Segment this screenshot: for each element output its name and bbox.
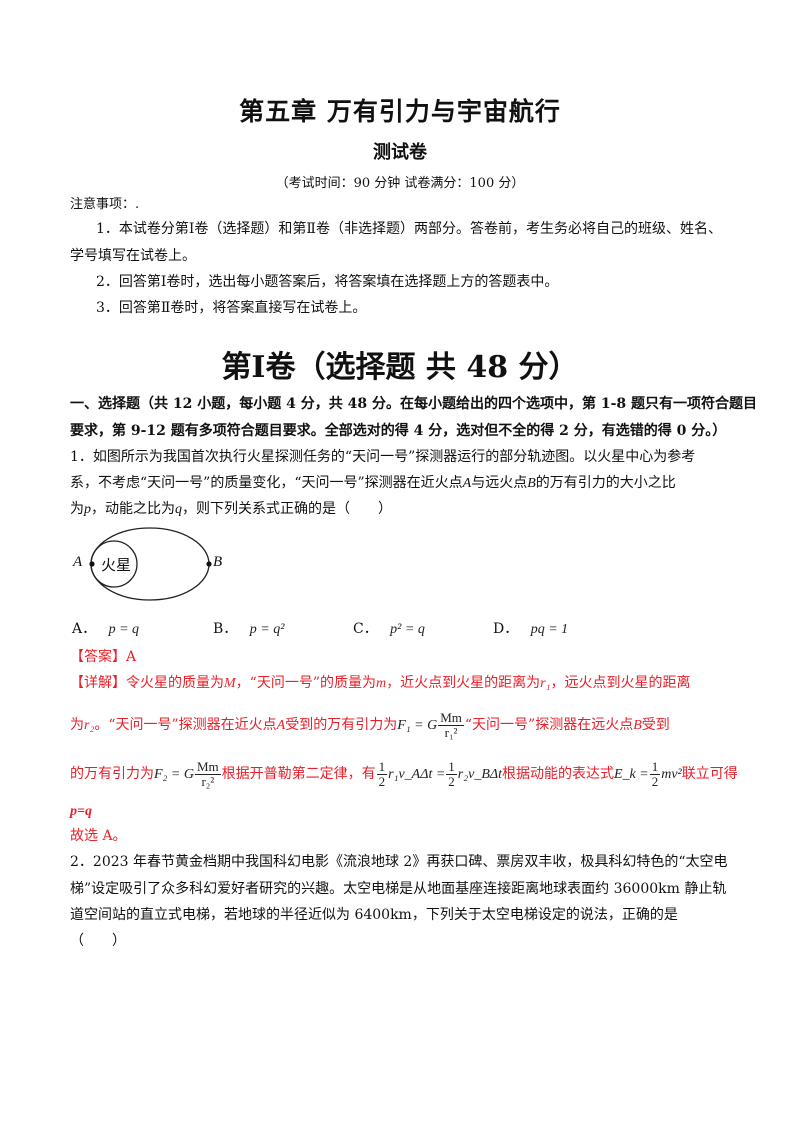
orbit-figure — [89, 527, 212, 601]
explanation-text: 。“天问一号”探测器在近火点 — [94, 717, 277, 733]
q1-explanation-line-1: 【详解】令火星的质量为M，“天问一号”的质量为m，近火点到火星的距离为r₁，远火… — [70, 673, 690, 694]
q1-text: 为 — [70, 501, 84, 517]
var-A: A — [462, 476, 472, 491]
option-label: B． — [213, 621, 238, 637]
numerator: 1 — [446, 759, 457, 776]
option-label: D． — [493, 621, 519, 637]
var-p: p — [84, 502, 91, 517]
explanation-text: “天问一号”探测器在远火点 — [464, 717, 634, 733]
q2-line-4: （ ） — [70, 933, 126, 949]
numerator: 1 — [376, 759, 388, 776]
explanation-text: 受到 — [641, 717, 670, 733]
option-expr: p = q — [108, 622, 140, 637]
page-title: 第五章 万有引力与宇宙航行 — [239, 97, 561, 126]
explanation-text: ，“天问一号”的质量为 — [235, 675, 376, 691]
option-expr: p = q² — [249, 622, 285, 637]
explanation-prefix: 【详解】 — [70, 675, 126, 691]
q1-line-2: 系，不考虑“天问一号”的质量变化，“天问一号”探测器在近火点A与远火点B的万有引… — [70, 473, 676, 494]
formula-lhs: E_k = — [613, 767, 649, 782]
denominator: r₂² — [201, 774, 215, 790]
formula-lhs: F₁ = G — [397, 718, 438, 733]
formula-lhs: F₂ = G — [154, 767, 194, 782]
q1-line-3: 为p，动能之比为q，则下列关系式正确的是（ ） — [70, 499, 392, 520]
denominator: r₁² — [444, 725, 458, 741]
point-A — [89, 561, 95, 567]
notice-item-1: 1．本试卷分第Ⅰ卷（选择题）和第Ⅱ卷（非选择题）两部分。答卷前，考生务必将自己的… — [96, 221, 722, 237]
var-r1: r₁ — [540, 676, 551, 691]
explanation-text: 受到的万有引力为 — [285, 717, 398, 733]
notice-item-1-cont: 学号填写在试卷上。 — [70, 248, 196, 264]
numerator: 1 — [649, 759, 661, 776]
notice-item-2: 2．回答第Ⅰ卷时，选出每小题答案后，将答案填在选择题上方的答题表中。 — [96, 274, 559, 290]
section-instructions-1: 一、选择题（共 12 小题，每小题 4 分，共 48 分。在每小题给出的四个选项… — [70, 396, 757, 412]
option-expr: p² = q — [390, 622, 425, 637]
label-B: B — [213, 554, 223, 570]
option-D[interactable]: D． pq = 1 — [493, 618, 568, 638]
var-B: B — [633, 718, 642, 733]
exam-info: （考试时间：90 分钟 试卷满分：100 分） — [275, 176, 525, 191]
numerator: Mm — [194, 759, 221, 776]
notice-item-3: 3．回答第Ⅱ卷时，将答案直接写在试卷上。 — [96, 300, 367, 316]
option-A[interactable]: A． p = q — [72, 618, 139, 638]
section-instructions-2: 要求，第 9-12 题有多项符合题目要求。全部选对的得 4 分，选对但不全的得 … — [70, 423, 727, 439]
var-m: m — [376, 676, 387, 691]
numerator: Mm — [438, 710, 464, 727]
denominator: 2 — [651, 774, 659, 790]
denominator: 2 — [378, 774, 386, 790]
explanation-text: 为 — [70, 717, 84, 733]
q1-conclusion: 故选 A。 — [70, 828, 127, 844]
label-A: A — [73, 554, 83, 570]
point-B — [206, 561, 212, 567]
explanation-text: 联立可得 — [681, 766, 738, 782]
q1-text: ，则下列关系式正确的是（ ） — [182, 501, 392, 517]
explanation-text: 根据开普勒第二定律，有 — [221, 766, 376, 782]
mars-label: 火星 — [101, 556, 132, 574]
q1-text: 与远火点 — [471, 475, 528, 491]
var-B: B — [527, 476, 536, 491]
option-B[interactable]: B． p = q² — [213, 618, 284, 638]
q1-line-1: 1．如图所示为我国首次执行火星探测任务的“天问一号”探测器运行的部分轨迹图。以火… — [70, 449, 696, 465]
q1-text: 的万有引力的大小之比 — [535, 475, 676, 491]
explanation-text: ，近火点到火星的距离为 — [386, 675, 541, 691]
var-A: A — [276, 718, 286, 733]
q1-answer: 【答案】A — [70, 649, 137, 665]
formula-part: r₁v_AΔt = — [388, 767, 446, 782]
explanation-text: 令火星的质量为 — [126, 675, 224, 691]
denominator: 2 — [448, 774, 455, 790]
option-C[interactable]: C． p² = q — [353, 618, 425, 638]
formula-part: mv² — [661, 767, 682, 782]
section-heading: 第Ⅰ卷（选择题 共 48 分） — [221, 350, 579, 385]
q2-line-2: 梯”设定吸引了众多科幻爱好者研究的兴趣。太空电梯是从地面基座连接距离地球表面约 … — [70, 881, 727, 897]
var-M: M — [224, 676, 236, 691]
formula-part: r₂v_BΔt — [457, 767, 502, 782]
notice-heading: 注意事项：. — [70, 197, 140, 212]
explanation-text: 根据动能的表达式 — [501, 766, 614, 782]
option-label: A． — [72, 621, 97, 637]
q2-line-1: 2．2023 年春节黄金档期中我国科幻电影《流浪地球 2》再获口碑、票房双丰收，… — [70, 854, 728, 870]
q1-result: p=q — [70, 804, 92, 819]
var-q: q — [175, 502, 182, 517]
page-subtitle: 测试卷 — [373, 142, 427, 163]
q2-line-3: 道空间站的直立式电梯，若地球的半径近似为 6400km，下列关于太空电梯设定的说… — [70, 907, 678, 923]
option-expr: pq = 1 — [530, 622, 569, 637]
var-r2: r₂ — [84, 718, 95, 733]
q1-text: ，动能之比为 — [91, 501, 175, 517]
option-label: C． — [353, 621, 378, 637]
orbit-diagram: A B 火星 — [68, 524, 228, 608]
explanation-text: ，远火点到火星的距离 — [550, 675, 691, 691]
explanation-text: 的万有引力为 — [70, 766, 154, 782]
q1-text: 系，不考虑“天问一号”的质量变化，“天问一号”探测器在近火点 — [70, 475, 463, 491]
